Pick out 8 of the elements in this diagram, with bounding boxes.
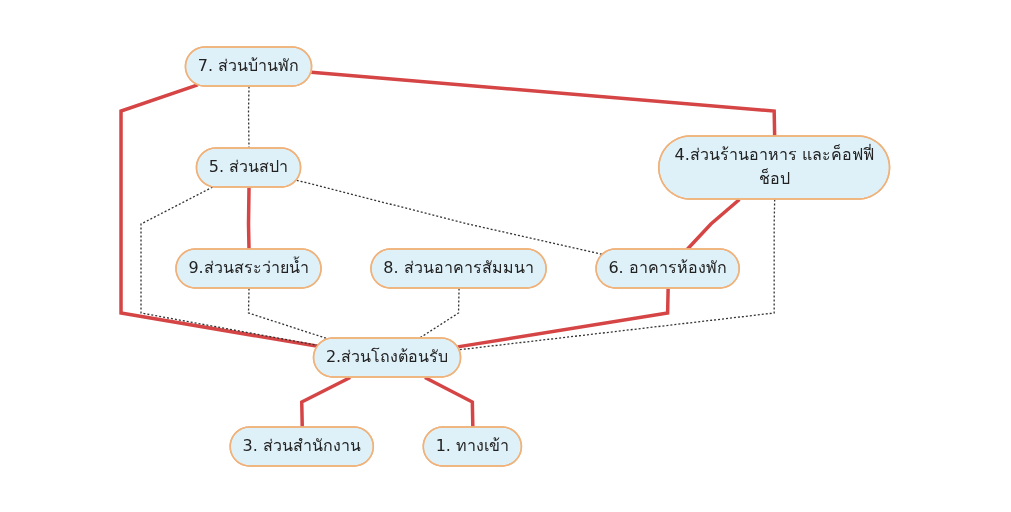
connector xyxy=(247,186,251,250)
connector xyxy=(458,198,776,350)
connector xyxy=(140,185,320,346)
connector xyxy=(424,375,475,428)
connector xyxy=(311,70,777,137)
connector xyxy=(296,179,604,255)
connector xyxy=(300,375,352,428)
connector xyxy=(457,287,671,349)
